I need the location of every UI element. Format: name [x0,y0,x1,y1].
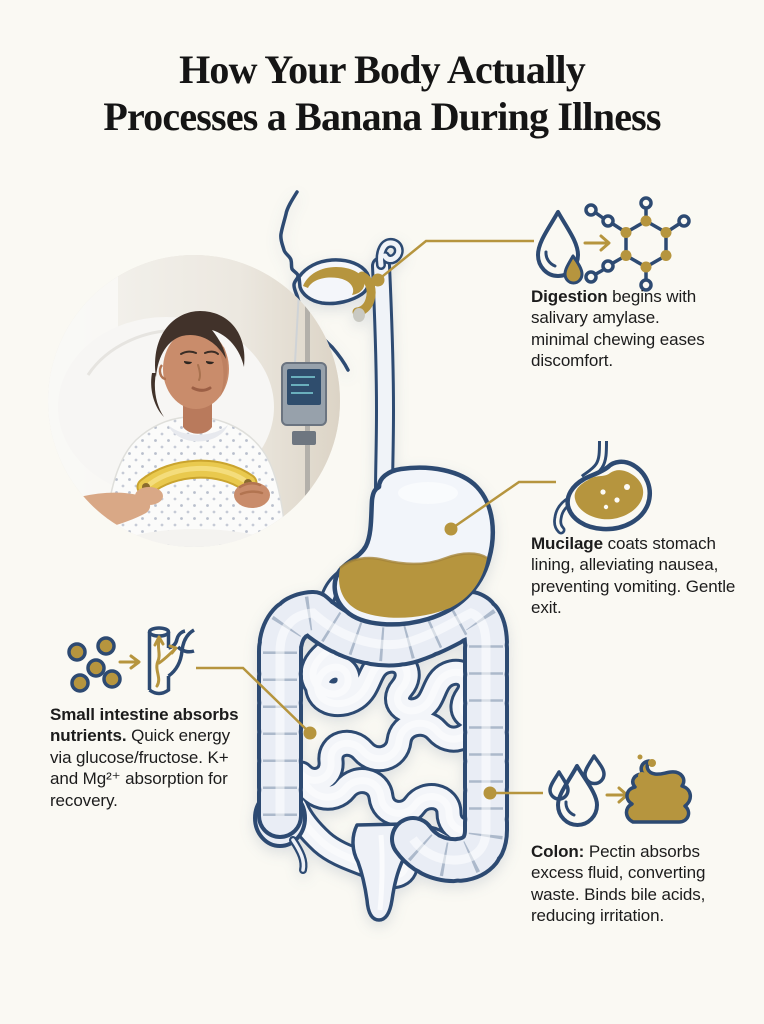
patient-photo [48,255,340,547]
water-droplet-icon [536,210,584,285]
stomach [332,465,496,627]
arrow-right-icon [583,234,611,252]
nutrient-particles-icon [67,636,122,693]
callout-dots [303,273,497,800]
callout-digestion-text: Digestion begins with salivary amylase. … [531,287,705,371]
callout-digestion: Digestion begins with salivary amylase. … [531,286,713,372]
callout-digestion-lead: Digestion [531,287,608,306]
callout-line-small-intestine [196,666,311,734]
callout-small-intestine: Small intestine absorbs nutrients. Quick… [50,704,246,811]
patient-face [163,329,229,409]
patient-neck [183,401,212,434]
callout-colon: Colon: Pectin absorbs excess fluid, conv… [531,841,733,927]
iv-stand [281,269,327,547]
callout-colon-text: Colon: Pectin absorbs excess fluid, conv… [531,842,706,926]
callout-line-mouth [377,239,534,281]
page-title: How Your Body Actually Processes a Banan… [0,46,764,140]
stool-icon [624,754,692,824]
callout-mucilage-lead: Mucilage [531,534,603,553]
amylase-molecule-icon [584,196,691,292]
callout-lines [196,239,556,795]
callout-small-intestine-lead: Small intestine absorbs nutrients. [50,705,239,746]
stomach-contents [338,553,487,618]
callout-mucilage-text: Mucilage coats stomach lining, alleviati… [531,534,736,618]
callout-small-intestine-text: Small intestine absorbs nutrients. Quick… [50,705,239,810]
patient-hair [155,311,245,377]
arrow-right-icon [118,654,141,670]
banana [136,459,258,497]
patient-photo-scene [48,255,340,547]
large-intestine [257,590,509,884]
title-line-2: Processes a Banana During Illness [103,94,661,140]
blood-vessel-icon [147,626,195,696]
patient [105,311,287,547]
coated-stomach-icon [553,440,652,535]
esophagus [371,237,404,502]
callout-line-stomach [450,480,556,531]
arrow-right-icon [605,786,629,804]
head-profile [279,190,376,372]
patient-hand [234,482,270,508]
callout-mucilage: Mucilage coats stomach lining, alleviati… [531,533,739,619]
fluid-droplets-icon [548,754,606,827]
title-line-1: How Your Body Actually [179,47,586,92]
callout-colon-lead: Colon: [531,842,585,861]
chewed-banana-bolus [303,267,365,295]
